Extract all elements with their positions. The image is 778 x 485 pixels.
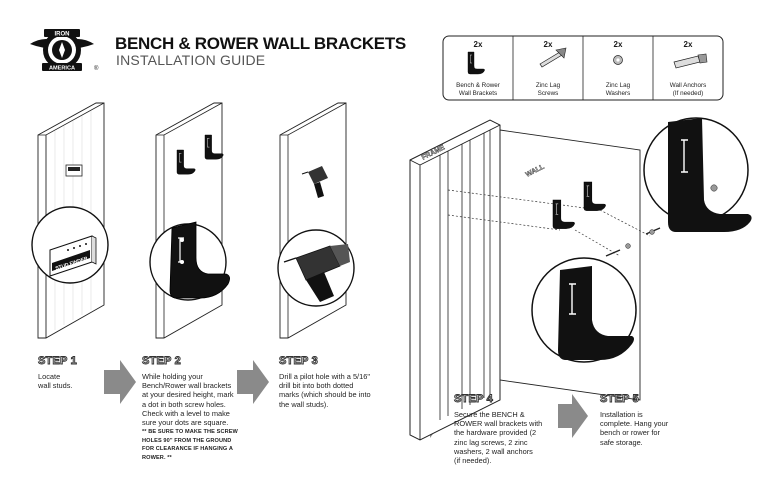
parts-box xyxy=(442,35,724,101)
step3-illustration xyxy=(277,102,355,339)
brand-logo: IRON AMERICA xyxy=(30,29,94,72)
wall-anchor-icon xyxy=(673,53,708,69)
part-name: Zinc Lag Screws xyxy=(535,82,561,97)
part-qty: 2x xyxy=(543,40,553,49)
part-qty: 2x xyxy=(473,40,483,49)
step4-text: Secure the BENCH &ROWER wall brackets wi… xyxy=(454,410,543,466)
step2-title: STEP 2 xyxy=(142,355,182,368)
part-name: Zinc Lag Washers xyxy=(605,82,631,97)
logo-word-bottom: AMERICA xyxy=(49,66,75,72)
step3-title: STEP 3 xyxy=(279,355,319,368)
step5-title: STEP 5 xyxy=(600,393,640,406)
page-subtitle: INSTALLATION GUIDE xyxy=(116,52,266,68)
logo-word-top: IRON xyxy=(55,32,70,38)
step3-text: Drill a pilot hole with a 5/16"drill bit… xyxy=(279,372,371,409)
step4-title: STEP 4 xyxy=(454,393,494,406)
part-qty: 2x xyxy=(613,40,623,49)
hardware-parts xyxy=(605,227,661,257)
lag-screw-icon xyxy=(539,47,567,68)
page-title: BENCH & ROWER WALL BRACKETS xyxy=(115,34,406,53)
part-name: Bench & Rower Wall Brackets xyxy=(456,82,500,97)
step1-title: STEP 1 xyxy=(38,355,78,368)
step2-illustration xyxy=(149,102,230,339)
registered-mark: ® xyxy=(94,66,99,72)
drill-icon xyxy=(301,166,328,198)
step4-illustration: FRAME WALL xyxy=(409,117,752,441)
part-qty: 2x xyxy=(683,40,693,49)
step1-illustration: STUD FINDER xyxy=(31,102,109,339)
washer-icon xyxy=(613,55,623,65)
part-name: Wall Anchors (If needed) xyxy=(669,82,707,97)
